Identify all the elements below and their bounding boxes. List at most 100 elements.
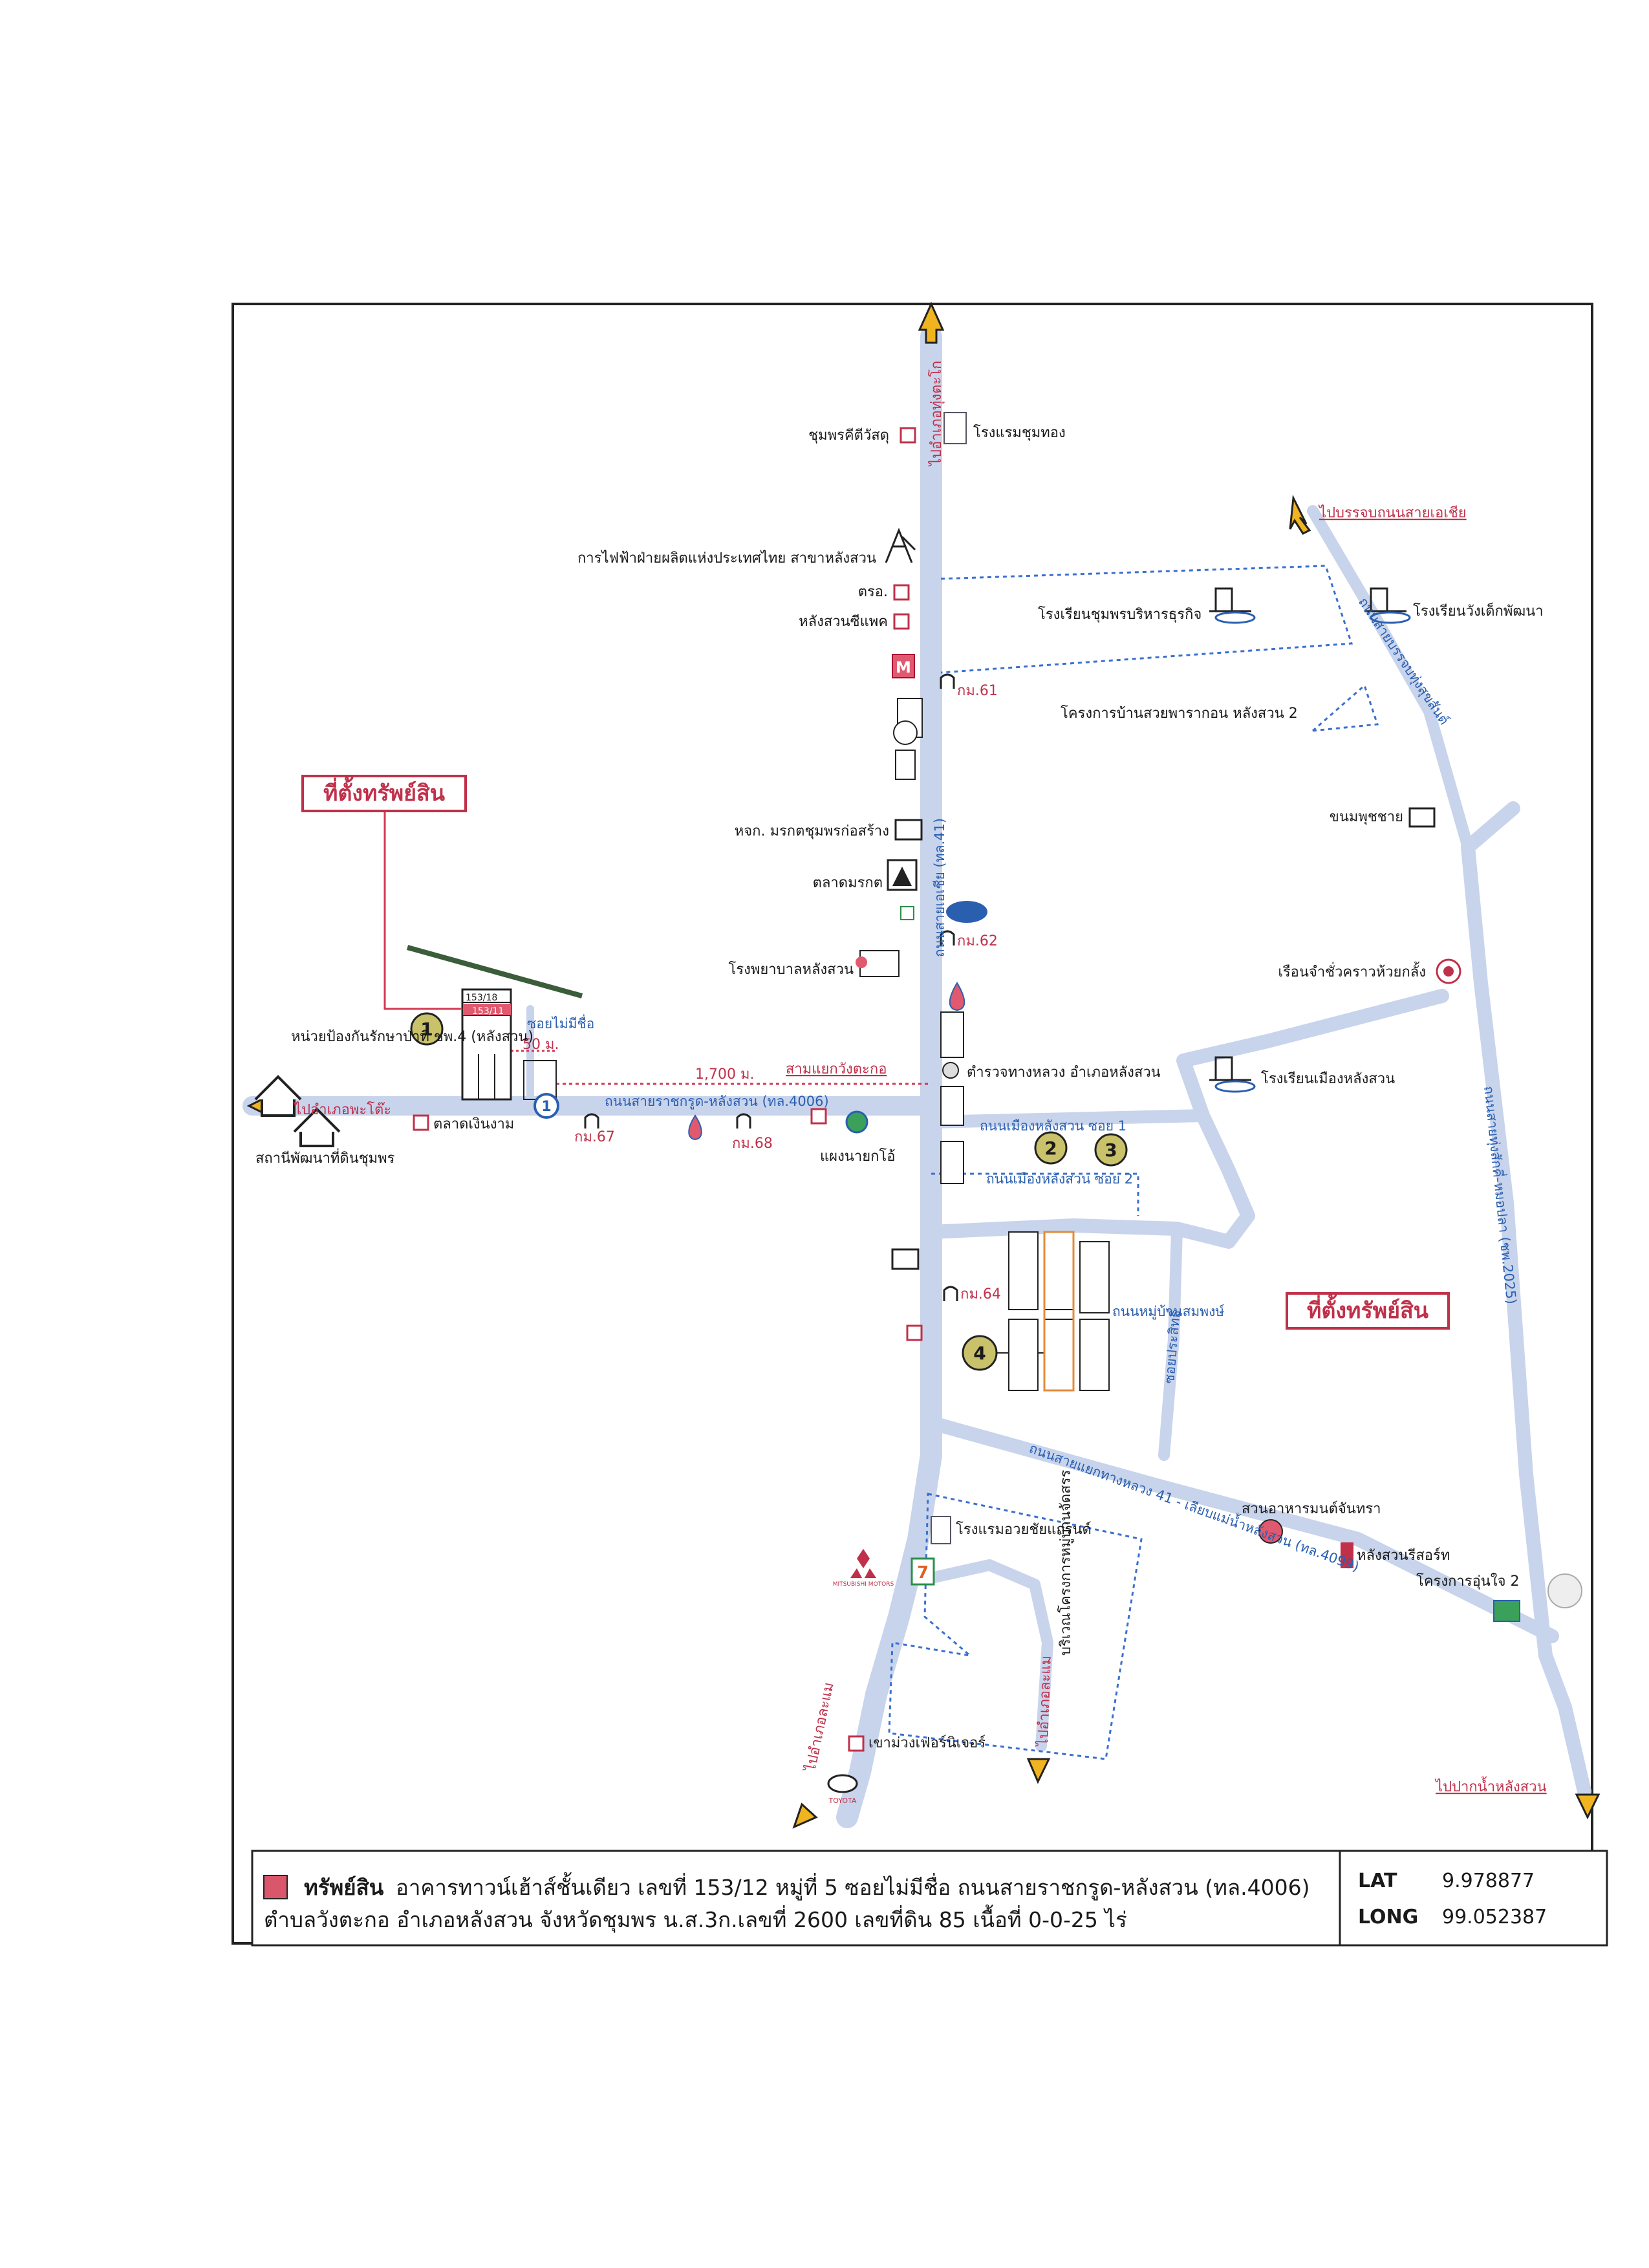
marker-1-pin-label: 1	[541, 1099, 551, 1115]
marker-2-label: 2	[1044, 1138, 1057, 1159]
place-labels: ชุมพรคีตีวัสดุ โรงแรมชุมทอง การไฟฟ้าฝ่าย…	[255, 424, 1544, 1805]
marker-1-pin: 1	[534, 1093, 559, 1119]
arrow-south-left-icon	[792, 1802, 818, 1829]
road-label-soi-1: ถนนเมืองหลังสวน ซอย 1	[980, 1118, 1126, 1134]
project-icon	[1493, 1600, 1520, 1622]
mazda-icon	[893, 720, 918, 745]
place-yaek-yai: แผงนายกโอ้	[820, 1148, 895, 1165]
arrow-southeast-icon	[1575, 1793, 1600, 1820]
svg-text:M: M	[896, 658, 911, 676]
place-chumpon-construction: ชุมพรคีตีวัสดุ	[808, 427, 889, 444]
place-land-station: สถานีพัฒนาที่ดินชุมพร	[255, 1148, 395, 1167]
marker-3-label: 3	[1105, 1139, 1117, 1161]
footer-line-2: ตำบลวังตะกอ อำเภอหลังสวน จังหวัดชุมพร น.…	[264, 1905, 1127, 1933]
poi-icon	[893, 613, 910, 630]
shop-icon	[1408, 807, 1436, 828]
police-icon	[942, 1062, 959, 1079]
distance-label-50: 50 ม.	[523, 1037, 559, 1053]
place-village-project: บริเวณโครงการหมู่บ้านจัดสรร	[1057, 1470, 1074, 1656]
power-tower-icon	[885, 527, 916, 563]
place-prison: เรือนจำชั่วคราวห้วยกลั้ง	[1278, 962, 1426, 980]
road-south-branch	[925, 1559, 1053, 1752]
property-tag-right-label: ที่ตั้งทรัพย์สิน	[1307, 1294, 1428, 1324]
place-km62: กม.62	[957, 933, 998, 949]
plot-number-a: 153/18	[466, 993, 497, 1003]
shop-icon	[891, 1248, 920, 1270]
hotel-icon	[943, 412, 967, 444]
place-toyota: TOYOTA	[828, 1797, 857, 1805]
icons: M	[254, 412, 1582, 1793]
toyota-icon	[827, 1774, 858, 1793]
marker-1: 1	[410, 1012, 444, 1046]
fuel-station-icon	[688, 1114, 702, 1141]
place-langsuan-hospital: โรงพยาบาลหลังสวน	[729, 961, 854, 978]
road-northeast	[1307, 505, 1474, 853]
place-chumthong-hotel: โรงแรมชุมทอง	[973, 424, 1066, 441]
footer-asset-label: ทรัพย์สิน	[304, 1875, 384, 1900]
school-icon	[1209, 587, 1251, 612]
block-e2	[1044, 1231, 1074, 1310]
road-school-link	[1176, 989, 1449, 1123]
place-ngern-ngam-market: ตลาดเงินงาม	[433, 1116, 514, 1132]
arrow-north-icon	[918, 301, 945, 344]
km-post-icon	[736, 1113, 751, 1129]
resort-icon	[1341, 1542, 1353, 1568]
land-station-icon	[293, 1107, 341, 1147]
building-grids	[897, 698, 1110, 1391]
km-post-icon	[943, 1286, 958, 1301]
asset-swatch	[263, 1875, 288, 1899]
place-resort: หลังสวนรีสอร์ท	[1357, 1548, 1450, 1564]
place-km64: กม.64	[960, 1286, 1001, 1302]
road-soi-1	[925, 1109, 1209, 1129]
marker-4-label: 4	[973, 1343, 986, 1364]
footer-lat-label: LAT	[1358, 1870, 1397, 1892]
marker-4: 4	[962, 1335, 998, 1371]
footer-lat-value: 9.978877	[1442, 1870, 1535, 1892]
direction-label-north: ไปอำเภอทุ่งตะโก	[928, 361, 945, 467]
road-label-main-vertical: ถนนสายเอเชีย (ทล.41)	[932, 818, 947, 957]
distance-label-1700: 1,700 ม.	[695, 1066, 754, 1083]
mitsubishi-icon	[857, 1549, 870, 1568]
boundary-lines	[888, 565, 1379, 1760]
place-police: ตรอ.	[858, 584, 888, 600]
poi-icon	[810, 1108, 827, 1125]
footer-legend: ทรัพย์สิน อาคารทาวน์เฮ้าส์ชั้นเดียว เลขท…	[251, 1850, 1608, 1947]
place-aunjai-project: โครงการอุ่นใจ 2	[1416, 1573, 1519, 1590]
block-f2	[1044, 1319, 1074, 1391]
roundabout-icon	[1547, 1573, 1582, 1608]
office-icon	[894, 819, 923, 841]
place-km68: กม.68	[732, 1136, 773, 1152]
place-km61: กม.61	[957, 683, 998, 699]
block-c	[940, 1141, 964, 1184]
place-business-school: โรงเรียนชุมพรบริหารธุรกิจ	[1038, 606, 1202, 623]
arrow-south-mid-icon	[1026, 1758, 1051, 1784]
seven-eleven-icon	[900, 906, 914, 920]
poi-icon	[906, 1324, 923, 1341]
place-restaurant: สวนอาหารมนต์จันทรา	[1242, 1501, 1381, 1517]
direction-label-northeast: ไปบรรจบถนนสายเอเชีย	[1318, 504, 1467, 521]
marker-1-label: 1	[420, 1019, 433, 1040]
place-pea: การไฟฟ้าฝ่ายผลิตแห่งประเทศไทย สาขาหลังสว…	[577, 550, 876, 567]
road-southeast	[924, 1416, 1559, 1643]
hotel-icon	[931, 1516, 951, 1544]
block-b	[940, 1086, 964, 1126]
property-tag-right: ที่ตั้งทรัพย์สิน	[1286, 1292, 1450, 1330]
restaurant-icon	[1258, 1519, 1283, 1544]
property-leader-line	[383, 808, 462, 1010]
direction-label-south-mid: ไปอำเภอละแม	[1035, 1656, 1055, 1748]
arrow-northeast-icon	[1289, 494, 1311, 535]
road-east	[1461, 801, 1591, 1798]
road-loop	[924, 1108, 1255, 1249]
seven-eleven-icon	[911, 1557, 935, 1586]
block-e1	[1008, 1231, 1039, 1310]
road-label-main-horizontal: ถนนสายราชกรูด-หลังสวน (ทล.4006)	[605, 1094, 829, 1110]
block-e3	[1079, 1241, 1110, 1313]
block-highlight	[1043, 1231, 1075, 1392]
marker-3: 3	[1094, 1133, 1128, 1167]
poi-icon	[413, 1114, 429, 1131]
km-post-icon	[940, 673, 955, 689]
footer-line-1: อาคารทาวน์เฮ้าส์ชั้นเดียว เลขที่ 153/12 …	[396, 1872, 1310, 1901]
place-morakot-market: ตลาดมรกต	[813, 875, 883, 891]
boundary-housing	[1312, 684, 1379, 732]
poi-icon	[900, 427, 916, 444]
